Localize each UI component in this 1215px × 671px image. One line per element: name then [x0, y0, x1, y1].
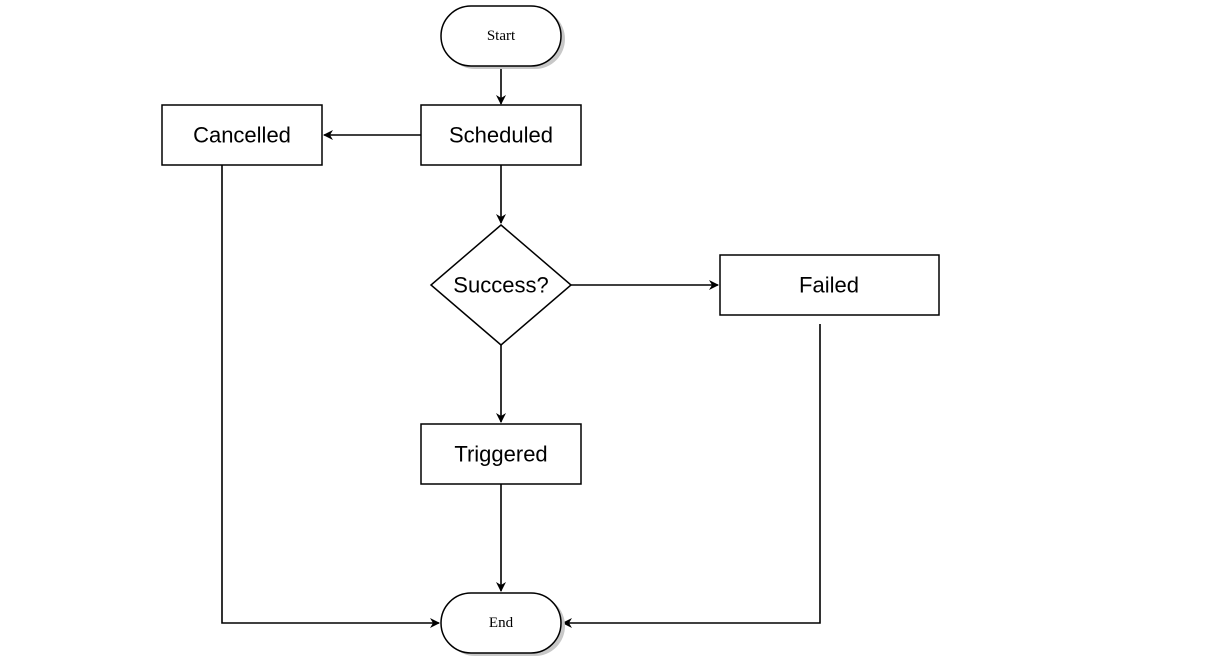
node-failed[interactable]: Failed — [719, 254, 940, 316]
failed-box — [719, 254, 940, 316]
node-success[interactable]: Success? — [429, 224, 573, 346]
cancelled-box — [161, 104, 323, 166]
end-label: End — [489, 615, 514, 631]
success-label: Success? — [453, 273, 548, 298]
failed-label: Failed — [799, 273, 859, 298]
start-label: Start — [487, 28, 516, 44]
node-cancelled[interactable]: Cancelled — [161, 104, 323, 166]
node-scheduled[interactable]: Scheduled — [420, 104, 582, 166]
edge-cancelled-to-end — [221, 165, 440, 628]
node-end[interactable]: End — [440, 592, 565, 656]
triggered-label: Triggered — [454, 442, 547, 467]
edges — [221, 66, 821, 628]
edge-failed-to-end — [562, 324, 821, 628]
end-terminal-shape — [440, 592, 562, 654]
triggered-box — [420, 423, 582, 485]
scheduled-box — [420, 104, 582, 166]
scheduled-label: Scheduled — [449, 123, 553, 148]
node-triggered[interactable]: Triggered — [420, 423, 582, 485]
start-terminal-shape — [440, 5, 562, 67]
node-start[interactable]: Start — [440, 5, 565, 69]
cancelled-label: Cancelled — [193, 123, 291, 148]
success-diamond — [429, 224, 573, 346]
